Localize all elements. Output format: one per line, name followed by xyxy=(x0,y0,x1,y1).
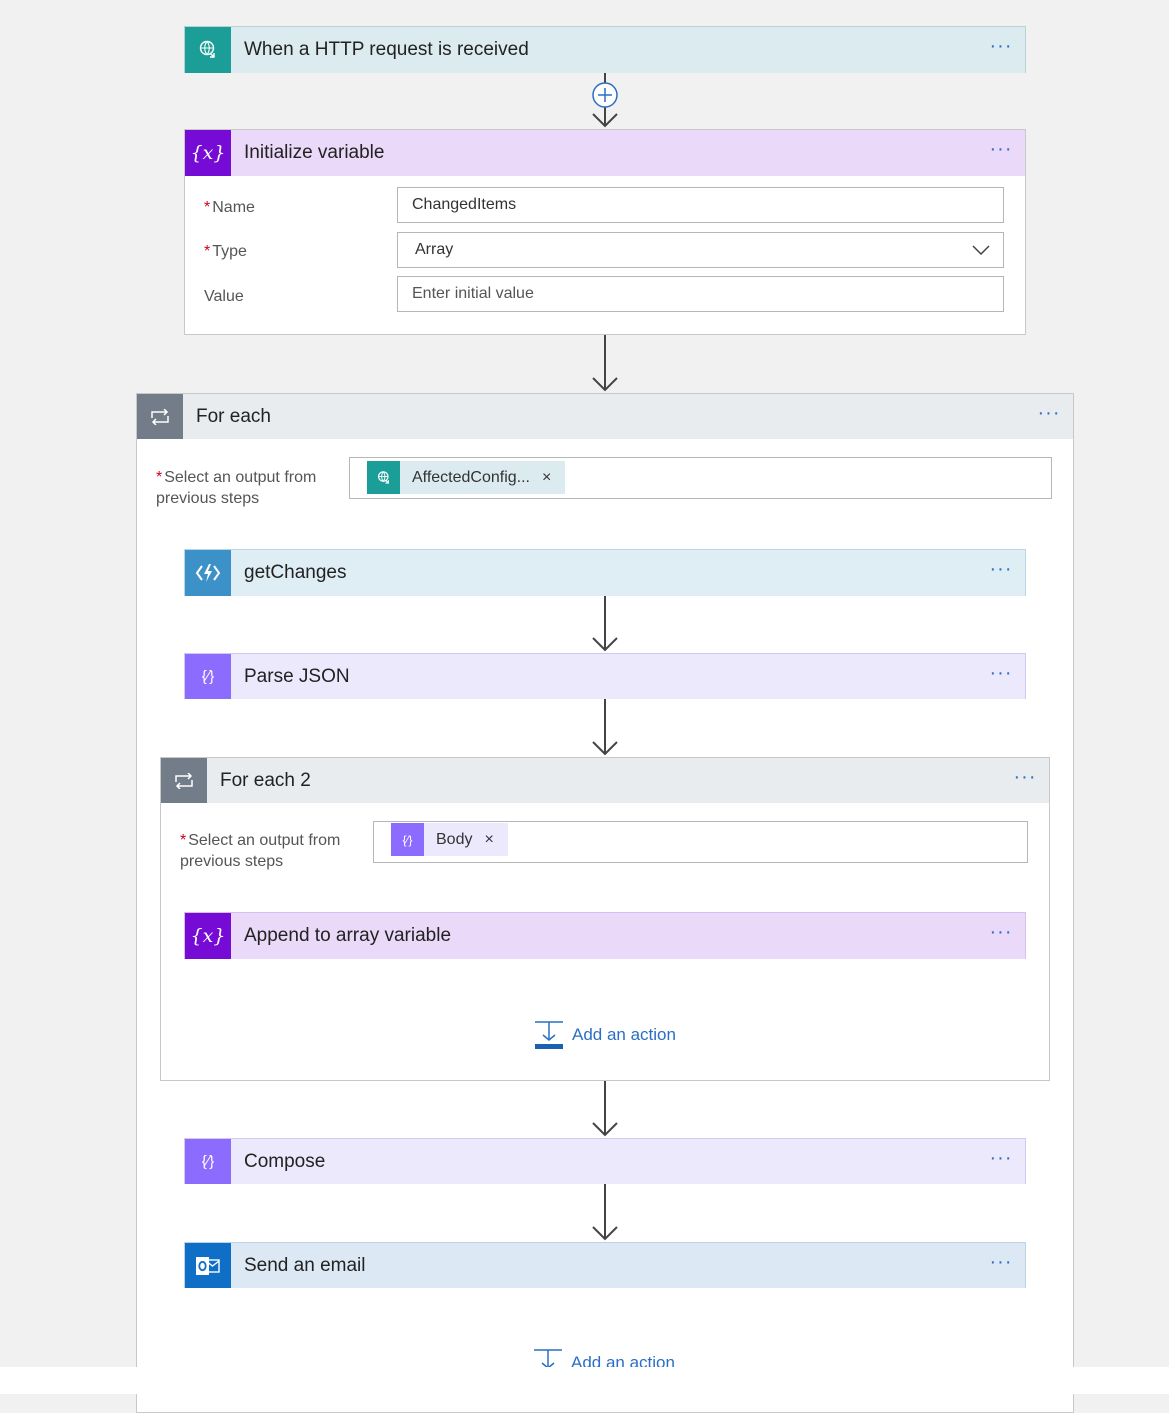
for-each-title: For each xyxy=(196,405,271,427)
data-operations-icon: {⁄} xyxy=(185,654,231,699)
body-token: {⁄} Body × xyxy=(391,823,508,856)
connector-arrow xyxy=(592,1081,618,1137)
connector-arrow xyxy=(592,699,618,756)
append-to-array-variable-card[interactable]: {𝑥} Append to array variable ··· xyxy=(184,912,1026,959)
for-each-2-more-button[interactable]: ··· xyxy=(1013,765,1037,788)
initialize-variable-header[interactable]: {𝑥} Initialize variable ··· xyxy=(185,130,1025,176)
variable-icon: {𝑥} xyxy=(185,913,231,959)
type-select[interactable]: Array xyxy=(397,232,1004,268)
value-label: Value xyxy=(204,288,244,305)
append-to-array-variable-more-button[interactable]: ··· xyxy=(989,921,1013,943)
http-request-icon xyxy=(185,27,231,73)
send-email-card[interactable]: Send an email ··· xyxy=(184,1242,1026,1288)
bottom-edge xyxy=(0,1367,1169,1394)
connector-arrow xyxy=(592,596,618,652)
initialize-variable-card: {𝑥} Initialize variable ··· *Name Change… xyxy=(184,129,1026,335)
compose-more-button[interactable]: ··· xyxy=(989,1146,1013,1169)
get-changes-more-button[interactable]: ··· xyxy=(989,558,1013,580)
value-field[interactable]: Enter initial value xyxy=(397,276,1004,312)
compose-card[interactable]: {⁄} Compose ··· xyxy=(184,1138,1026,1184)
parse-json-card[interactable]: {⁄} Parse JSON ··· xyxy=(184,653,1026,699)
loop-icon xyxy=(161,758,207,803)
type-label: *Type xyxy=(204,243,247,260)
http-request-icon xyxy=(367,461,400,494)
http-trigger-more-button[interactable]: ··· xyxy=(989,35,1013,57)
remove-token-button[interactable]: × xyxy=(542,468,552,486)
initialize-variable-more-button[interactable]: ··· xyxy=(989,138,1013,160)
remove-token-button[interactable]: × xyxy=(484,830,494,848)
variable-icon: {𝑥} xyxy=(185,130,231,176)
data-operations-icon: {⁄} xyxy=(185,1139,231,1184)
for-each-2-output-field[interactable]: {⁄} Body × xyxy=(373,821,1028,863)
connector-arrow xyxy=(592,1184,618,1241)
insert-step-plus-icon[interactable] xyxy=(592,82,618,108)
inner-add-action-button[interactable]: Add an action xyxy=(534,1020,676,1050)
for-each-header[interactable]: For each ··· xyxy=(137,394,1073,439)
compose-title: Compose xyxy=(244,1150,326,1172)
add-action-icon xyxy=(535,1021,563,1049)
for-each-2-title: For each 2 xyxy=(220,769,311,791)
for-each-more-button[interactable]: ··· xyxy=(1037,401,1061,424)
insert-step-connector xyxy=(592,73,618,128)
azure-function-icon xyxy=(185,550,231,596)
get-changes-card[interactable]: getChanges ··· xyxy=(184,549,1026,596)
affected-config-token: AffectedConfig... × xyxy=(367,461,566,494)
send-email-title: Send an email xyxy=(244,1254,366,1276)
name-label: *Name xyxy=(204,199,255,216)
chevron-down-icon xyxy=(972,245,990,256)
http-trigger-card[interactable]: When a HTTP request is received ··· xyxy=(184,26,1026,73)
get-changes-title: getChanges xyxy=(244,562,347,583)
for-each-output-field[interactable]: AffectedConfig... × xyxy=(349,457,1052,499)
data-operations-icon: {⁄} xyxy=(391,823,424,856)
parse-json-title: Parse JSON xyxy=(244,665,350,687)
initialize-variable-title: Initialize variable xyxy=(244,142,385,163)
connector-arrow xyxy=(592,335,618,392)
append-to-array-variable-title: Append to array variable xyxy=(244,925,452,946)
for-each-2-header[interactable]: For each 2 ··· xyxy=(161,758,1049,803)
parse-json-more-button[interactable]: ··· xyxy=(989,661,1013,684)
http-trigger-title: When a HTTP request is received xyxy=(244,39,529,60)
loop-icon xyxy=(137,394,183,439)
outlook-icon xyxy=(185,1243,231,1288)
name-field[interactable]: ChangedItems xyxy=(397,187,1004,223)
send-email-more-button[interactable]: ··· xyxy=(989,1250,1013,1273)
